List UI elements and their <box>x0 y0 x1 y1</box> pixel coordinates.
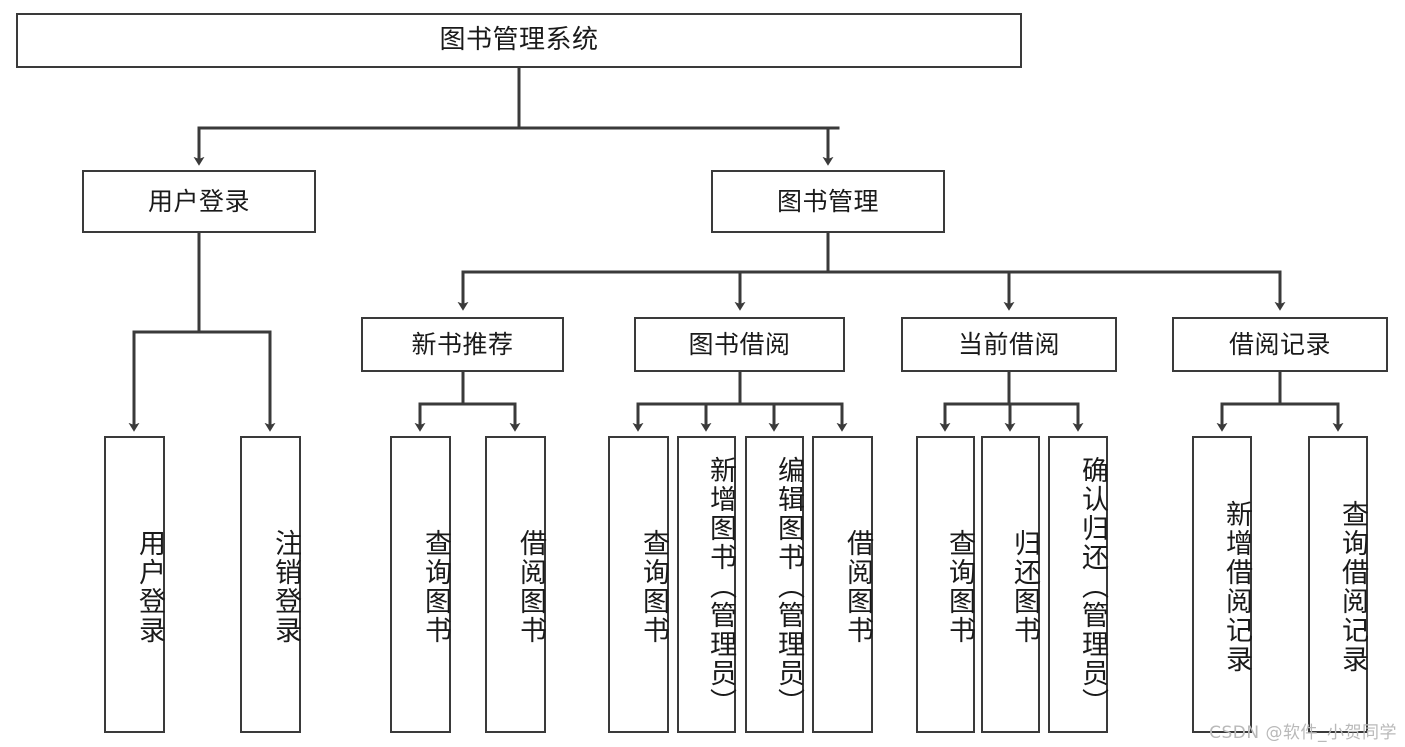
node-borrow-record[interactable]: 借阅记录 <box>1172 317 1388 372</box>
node-current-borrow[interactable]: 当前借阅 <box>901 317 1117 372</box>
leaf-query-borrow-record[interactable]: 查询借阅记录 <box>1308 436 1368 733</box>
node-label: 查询图书 <box>944 528 975 645</box>
node-label: 借阅图书 <box>842 528 873 645</box>
node-label: 用户登录 <box>147 186 250 216</box>
node-label: 编辑图书（管理员） <box>773 456 804 717</box>
node-label: 当前借阅 <box>957 329 1060 359</box>
node-label: 用户登录 <box>134 528 165 645</box>
leaf-user-login[interactable]: 用户登录 <box>104 436 165 733</box>
node-label: 新书推荐 <box>411 329 514 359</box>
node-book-management[interactable]: 图书管理 <box>711 170 945 233</box>
leaf-query-book-recommend[interactable]: 查询图书 <box>390 436 451 733</box>
node-user-login[interactable]: 用户登录 <box>82 170 316 233</box>
node-label: 新增图书（管理员） <box>705 456 736 717</box>
node-label: 查询借阅记录 <box>1337 499 1368 674</box>
node-label: 图书借阅 <box>688 329 791 359</box>
leaf-edit-book-admin[interactable]: 编辑图书（管理员） <box>745 436 804 733</box>
leaf-borrow-book-recommend[interactable]: 借阅图书 <box>485 436 546 733</box>
leaf-add-borrow-record[interactable]: 新增借阅记录 <box>1192 436 1252 733</box>
node-book-borrow[interactable]: 图书借阅 <box>634 317 845 372</box>
node-label: 图书管理系统 <box>439 25 599 56</box>
node-new-book-recommend[interactable]: 新书推荐 <box>361 317 564 372</box>
leaf-confirm-return-admin[interactable]: 确认归还（管理员） <box>1048 436 1108 733</box>
node-label: 注销登录 <box>270 528 301 645</box>
node-label: 借阅记录 <box>1228 329 1331 359</box>
leaf-borrow-book[interactable]: 借阅图书 <box>812 436 873 733</box>
node-label: 新增借阅记录 <box>1221 499 1252 674</box>
node-label: 确认归还（管理员） <box>1077 456 1108 717</box>
leaf-logout-login[interactable]: 注销登录 <box>240 436 301 733</box>
leaf-return-book[interactable]: 归还图书 <box>981 436 1040 733</box>
node-root-book-management-system[interactable]: 图书管理系统 <box>16 13 1022 68</box>
node-label: 查询图书 <box>420 528 451 645</box>
leaf-add-book-admin[interactable]: 新增图书（管理员） <box>677 436 736 733</box>
csdn-watermark: CSDN @软件_小贺同学 <box>1209 723 1397 743</box>
node-label: 归还图书 <box>1009 528 1040 645</box>
leaf-query-book-current[interactable]: 查询图书 <box>916 436 975 733</box>
node-label: 借阅图书 <box>515 528 546 645</box>
leaf-query-book-borrow[interactable]: 查询图书 <box>608 436 669 733</box>
node-label: 查询图书 <box>638 528 669 645</box>
node-label: 图书管理 <box>776 186 879 216</box>
